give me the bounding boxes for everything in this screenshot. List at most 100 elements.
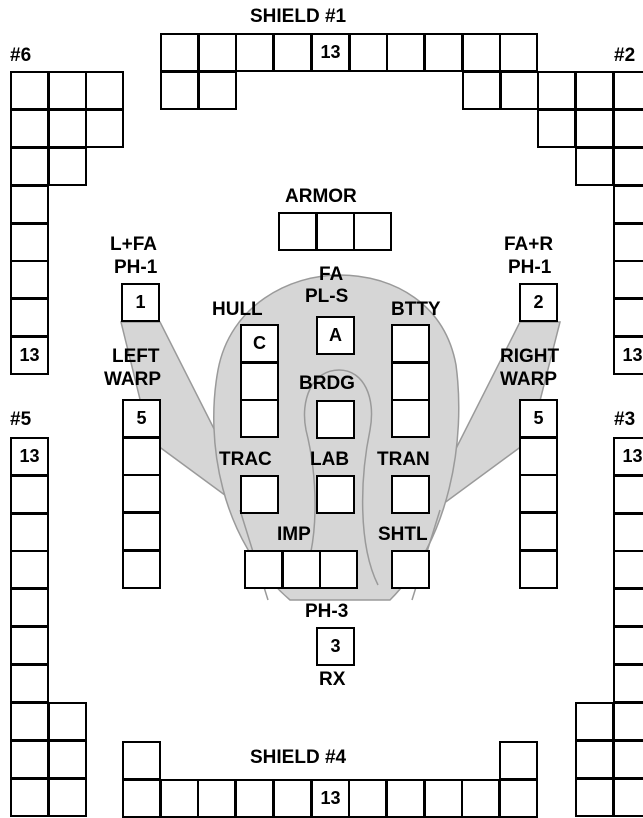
shield-5-box[interactable]: [10, 778, 49, 817]
shield-2-box[interactable]: [575, 147, 614, 186]
shield-2-box[interactable]: [613, 109, 643, 148]
shield-2-box[interactable]: [537, 109, 576, 148]
shield-2-box[interactable]: [537, 71, 576, 110]
shield-3-box[interactable]: [613, 740, 643, 779]
left-warp-box[interactable]: [122, 512, 161, 551]
shield-2-box[interactable]: [613, 71, 643, 110]
shield-3-box[interactable]: [613, 702, 643, 741]
right-phaser-box[interactable]: 2: [519, 283, 558, 322]
left-warp-box[interactable]: [122, 550, 161, 589]
shield-6-box[interactable]: [48, 109, 87, 148]
shield-4-box[interactable]: [386, 779, 425, 818]
shield-3-box[interactable]: [613, 513, 643, 552]
shield-3-box[interactable]: [613, 778, 643, 817]
shield-1-box[interactable]: [160, 71, 199, 110]
shield-6-box[interactable]: [10, 109, 49, 148]
shield-4-box[interactable]: [160, 779, 199, 818]
shield-3-box[interactable]: [575, 778, 614, 817]
hull-box[interactable]: [240, 362, 279, 401]
left-warp-box[interactable]: [122, 437, 161, 476]
armor-box[interactable]: [353, 212, 392, 251]
transporter-box[interactable]: [391, 475, 430, 514]
shield-3-box[interactable]: [613, 588, 643, 627]
right-warp-box[interactable]: [519, 474, 558, 513]
shield-2-box[interactable]: 13: [613, 336, 643, 375]
shield-1-box[interactable]: [462, 33, 501, 72]
shield-5-box[interactable]: [10, 740, 49, 779]
shield-5-box[interactable]: [10, 513, 49, 552]
shield-4-box[interactable]: [197, 779, 236, 818]
right-warp-box[interactable]: [519, 550, 558, 589]
impulse-box[interactable]: [244, 550, 283, 589]
shield-4-box[interactable]: 13: [311, 779, 350, 818]
shield-1-box[interactable]: [500, 71, 539, 110]
shield-5-box[interactable]: [10, 664, 49, 703]
shield-5-box[interactable]: [10, 626, 49, 665]
shield-6-box[interactable]: [10, 185, 49, 224]
rear-phaser-box[interactable]: 3: [316, 627, 355, 666]
plasma-box[interactable]: A: [316, 316, 355, 355]
shield-3-box[interactable]: [575, 740, 614, 779]
shield-2-box[interactable]: [575, 71, 614, 110]
hull-box[interactable]: [240, 399, 279, 438]
shield-2-box[interactable]: [613, 223, 643, 262]
shield-2-box[interactable]: [575, 109, 614, 148]
shield-4-box[interactable]: [499, 741, 538, 780]
shield-3-box[interactable]: [613, 626, 643, 665]
shield-4-box[interactable]: [499, 779, 538, 818]
shield-6-box[interactable]: [10, 223, 49, 262]
battery-box[interactable]: [391, 362, 430, 401]
shield-4-box[interactable]: [122, 741, 161, 780]
impulse-box[interactable]: [319, 550, 358, 589]
shield-6-box[interactable]: [85, 71, 124, 110]
shield-3-box[interactable]: 13: [613, 437, 643, 476]
shield-4-box[interactable]: [273, 779, 312, 818]
tractor-box[interactable]: [240, 475, 279, 514]
shield-6-box[interactable]: [48, 71, 87, 110]
battery-box[interactable]: [391, 399, 430, 438]
shield-4-box[interactable]: [461, 779, 500, 818]
shield-5-box[interactable]: [48, 702, 87, 741]
right-warp-box[interactable]: [519, 437, 558, 476]
shield-1-box[interactable]: 13: [311, 33, 350, 72]
shield-1-box[interactable]: [462, 71, 501, 110]
shuttle-box[interactable]: [391, 550, 430, 589]
left-warp-box[interactable]: [122, 474, 161, 513]
shield-6-box[interactable]: [10, 260, 49, 299]
armor-box[interactable]: [316, 212, 355, 251]
shield-6-box[interactable]: [85, 109, 124, 148]
shield-5-box[interactable]: 13: [10, 437, 49, 476]
shield-6-box[interactable]: 13: [10, 336, 49, 375]
shield-5-box[interactable]: [48, 778, 87, 817]
shield-5-box[interactable]: [10, 588, 49, 627]
shield-5-box[interactable]: [10, 550, 49, 589]
shield-6-box[interactable]: [10, 71, 49, 110]
lab-box[interactable]: [316, 475, 355, 514]
shield-1-box[interactable]: [386, 33, 425, 72]
shield-3-box[interactable]: [613, 664, 643, 703]
right-warp-box[interactable]: [519, 512, 558, 551]
shield-3-box[interactable]: [613, 550, 643, 589]
shield-1-box[interactable]: [424, 33, 463, 72]
left-warp-box[interactable]: 5: [122, 399, 161, 438]
left-phaser-box[interactable]: 1: [121, 283, 160, 322]
shield-6-box[interactable]: [10, 298, 49, 337]
shield-2-box[interactable]: [613, 298, 643, 337]
shield-6-box[interactable]: [10, 147, 49, 186]
shield-6-box[interactable]: [48, 147, 87, 186]
battery-box[interactable]: [391, 324, 430, 363]
shield-1-box[interactable]: [235, 33, 274, 72]
shield-4-box[interactable]: [122, 779, 161, 818]
shield-1-box[interactable]: [349, 33, 388, 72]
shield-1-box[interactable]: [198, 71, 237, 110]
shield-1-box[interactable]: [198, 33, 237, 72]
shield-4-box[interactable]: [424, 779, 463, 818]
impulse-box[interactable]: [282, 550, 321, 589]
shield-1-box[interactable]: [499, 33, 538, 72]
shield-1-box[interactable]: [160, 33, 199, 72]
bridge-box[interactable]: [316, 400, 355, 439]
shield-2-box[interactable]: [613, 147, 643, 186]
shield-3-box[interactable]: [575, 702, 614, 741]
shield-5-box[interactable]: [10, 702, 49, 741]
shield-5-box[interactable]: [10, 475, 49, 514]
